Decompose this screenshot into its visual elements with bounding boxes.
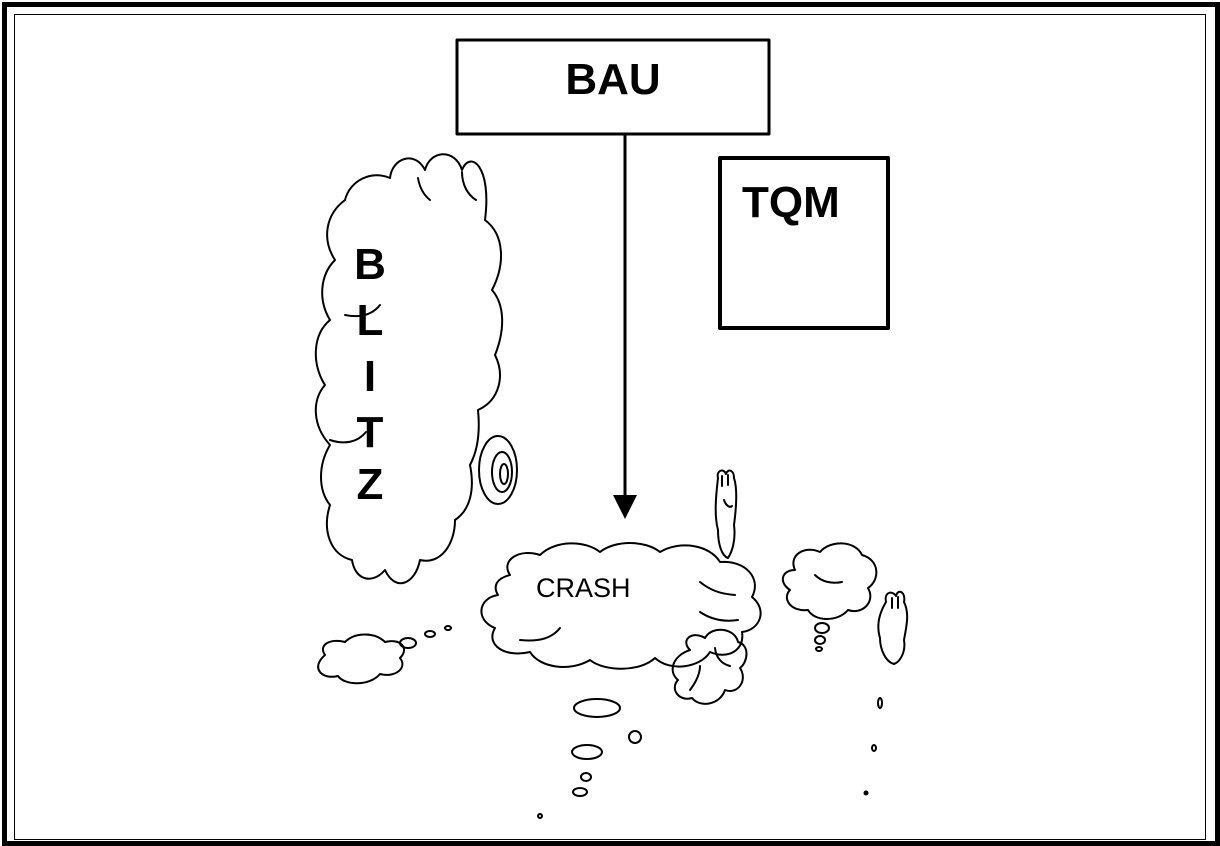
blitz-letter: I xyxy=(363,352,377,401)
crash-label: CRASH xyxy=(536,573,631,603)
crash-cloud xyxy=(480,542,762,670)
tqm-box xyxy=(718,156,890,330)
small-cloud-right xyxy=(671,628,748,705)
bau-box xyxy=(455,38,771,136)
blitz-letter: L xyxy=(356,296,384,345)
bau-label: BAU xyxy=(565,55,661,104)
blitz-letter: T xyxy=(356,408,384,457)
tqm-label: TQM xyxy=(742,178,840,227)
tall-cloud-right xyxy=(863,590,909,796)
finger-cloud xyxy=(714,469,738,559)
left-bubble-trail xyxy=(317,625,452,685)
inner-frame xyxy=(14,14,1206,840)
arrow xyxy=(613,132,637,519)
thought-cloud-right xyxy=(781,542,878,652)
blitz-letter: Z xyxy=(356,460,384,509)
blitz-cloud xyxy=(314,153,518,585)
blitz-letter: B xyxy=(354,240,386,289)
bottom-bubble-trail xyxy=(537,698,642,819)
